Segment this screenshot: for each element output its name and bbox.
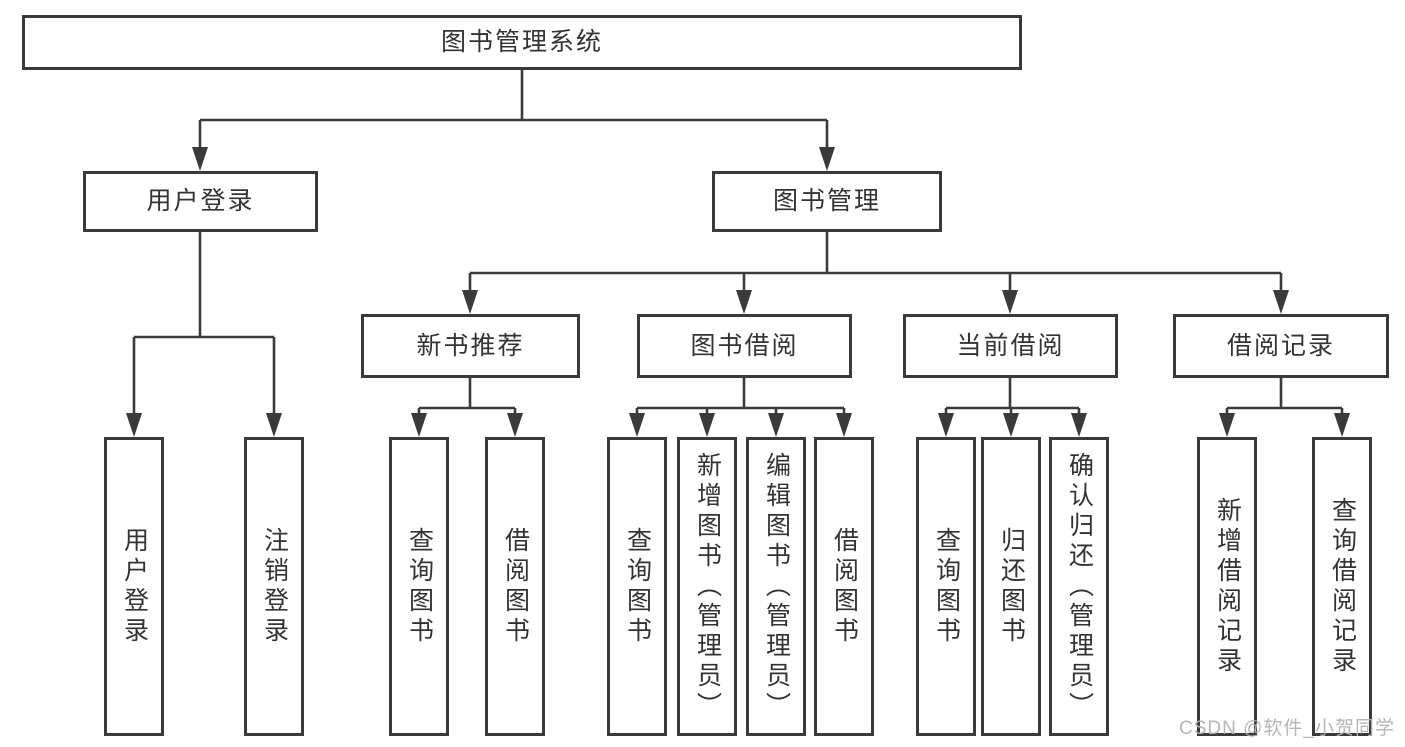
node-label: 查询图书 [623, 526, 652, 647]
node-new-book-recommend: 新书推荐 [361, 314, 580, 378]
node-book-management: 图书管理 [712, 171, 942, 232]
csdn-watermark: CSDN @软件_小贺同学 [1179, 718, 1395, 739]
leaf-borrow-books: 借阅图书 [814, 437, 874, 736]
node-label: 查询借阅记录 [1328, 496, 1357, 677]
leaf-query-books-current: 查询图书 [916, 437, 976, 736]
node-label: 图书管理 [772, 187, 881, 215]
node-label: 图书借阅 [690, 331, 799, 360]
node-label: 归还图书 [997, 526, 1026, 647]
node-label: 图书管理系统 [440, 28, 603, 56]
node-label: 新书推荐 [416, 331, 525, 360]
leaf-logout: 注销登录 [244, 437, 304, 736]
leaf-query-borrow-record: 查询借阅记录 [1312, 437, 1372, 736]
node-current-borrow: 当前借阅 [903, 314, 1118, 378]
leaf-borrow-books-recommend: 借阅图书 [485, 437, 545, 736]
node-book-borrow: 图书借阅 [637, 314, 852, 378]
node-borrow-records: 借阅记录 [1173, 314, 1389, 378]
leaf-edit-books-admin: 编辑图书（管理员） [746, 437, 806, 736]
node-label: 确认归还（管理员） [1065, 451, 1094, 722]
leaf-query-books-borrow: 查询图书 [607, 437, 667, 736]
leaf-user-login: 用户登录 [104, 437, 164, 736]
node-label: 查询图书 [405, 526, 434, 647]
leaf-query-books-recommend: 查询图书 [389, 437, 449, 736]
leaf-add-books-admin: 新增图书（管理员） [677, 437, 737, 736]
node-label: 借阅图书 [830, 526, 859, 647]
leaf-add-borrow-record: 新增借阅记录 [1197, 437, 1257, 736]
arrowhead-icons [126, 147, 1350, 437]
leaf-return-books: 归还图书 [981, 437, 1041, 736]
leaf-confirm-return-admin: 确认归还（管理员） [1049, 437, 1109, 736]
node-label: 借阅记录 [1226, 331, 1335, 360]
node-label: 用户登录 [120, 526, 149, 647]
node-label: 查询图书 [932, 526, 961, 647]
node-label: 新增图书（管理员） [693, 451, 722, 722]
node-label: 编辑图书（管理员） [762, 451, 791, 722]
node-label: 当前借阅 [956, 331, 1065, 360]
node-label: 注销登录 [260, 526, 289, 647]
node-root-library-system: 图书管理系统 [22, 15, 1022, 70]
node-label: 用户登录 [146, 187, 255, 215]
node-user-login: 用户登录 [83, 171, 318, 232]
node-label: 借阅图书 [501, 526, 530, 647]
node-label: 新增借阅记录 [1213, 496, 1242, 677]
